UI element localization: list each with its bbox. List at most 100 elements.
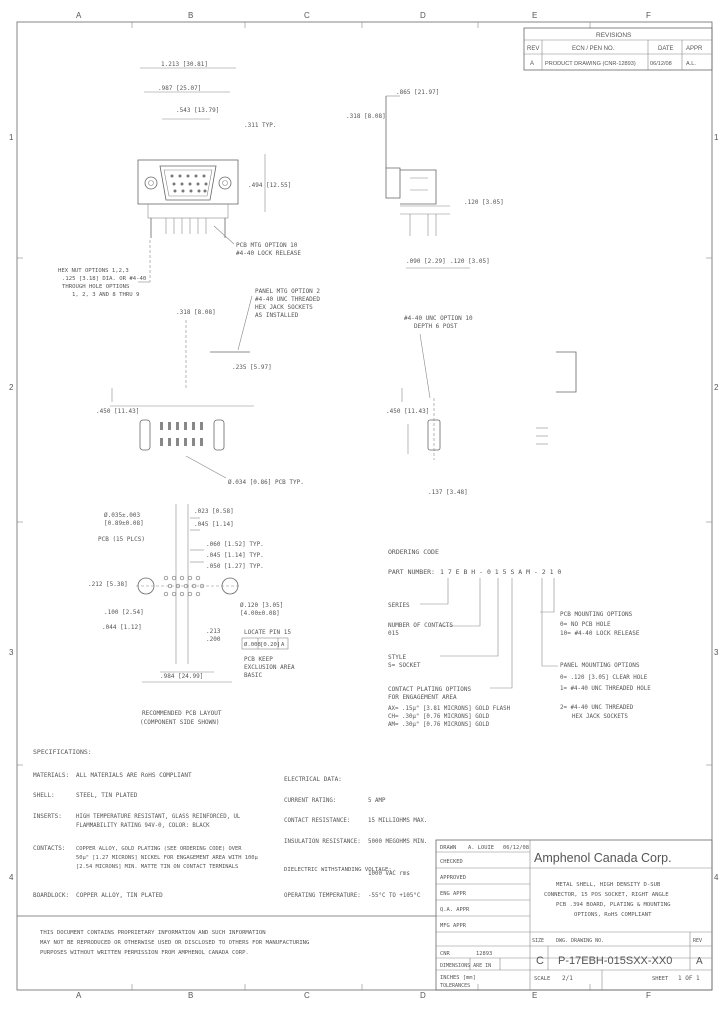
pcb-dim-width: .984 [24.99] (160, 673, 203, 680)
front-dim-height: .494 [12.55] (248, 182, 291, 189)
rev-header-ecn: ECN / PEN NO. (572, 46, 615, 52)
front-view: 1.213 [30.81] .987 [25.07] .543 [13.79] … (58, 61, 320, 486)
pcb-hole-note-3: PCB (15 PLCS) (98, 536, 145, 543)
pcb-dim-center-b: [4.00±0.08] (240, 610, 280, 617)
ordering-code: ORDERING CODE PART NUMBER: 1 7 E B H - 0… (388, 548, 651, 728)
elec-value-temp: -55°C TO +105°C (368, 893, 421, 899)
side-dim-top: .865 [21.97] (396, 89, 439, 96)
pcb-dim-7: .100 [2.54] (104, 609, 144, 616)
side-view: .865 [21.97] .318 [8.08] .120 [3.05] .09… (346, 89, 577, 496)
tb-cnr-label: CNR (440, 951, 450, 957)
spec-text-materials: ALL MATERIALS ARE RoHS COMPLIANT (76, 772, 192, 779)
zone-top-a: A (76, 11, 82, 20)
tb-units: INCHES [mm] (440, 975, 476, 981)
side-panel-note-2: DEPTH 6 POST (414, 323, 458, 330)
tb-mfg-appr: MFG APPR (440, 923, 467, 929)
ordering-contacts-2: 015 (388, 630, 399, 637)
ordering-panel-row-3: 2= #4-40 UNC THREADED (560, 705, 634, 711)
spec-text-boardlock: COPPER ALLOY, TIN PLATED (76, 892, 163, 899)
tb-title-4: OPTIONS, RoHS COMPLIANT (574, 912, 652, 918)
ordering-part-code: 1 7 E B H - 0 1 5 S A M - 2 1 0 (440, 568, 561, 576)
tb-dwg-label: DWG. DRAWING NO. (556, 938, 604, 944)
zone-left-2: 2 (9, 383, 14, 392)
spec-text-contacts-2: 50μ" [1.27 MICRONS] NICKEL FOR ENGAGEMEN… (76, 855, 258, 861)
pcb-caption-1: RECOMMENDED PCB LAYOUT (142, 710, 222, 717)
elec-title: ELECTRICAL DATA: (284, 776, 342, 783)
tb-rev-label: REV (693, 938, 702, 944)
front-hole-note-1: HEX NUT OPTIONS 1,2,3 (58, 268, 129, 274)
specifications: SPECIFICATIONS: MATERIALS: ALL MATERIALS… (33, 748, 427, 899)
spec-label-boardlock: BOARDLOCK: (33, 892, 69, 899)
front-dim-pcb: Ø.034 [0.86] PCB TYP. (228, 479, 304, 486)
ordering-panel-row-4: HEX JACK SOCKETS (572, 714, 628, 720)
tb-title-1: METAL SHELL, HIGH DENSITY D-SUB (556, 882, 661, 888)
pcb-dim-6: .212 [5.38] (88, 581, 128, 588)
front-hole-note-2: .125 [3.18] DIA. OR #4-40 (62, 276, 146, 282)
zone-left-3: 3 (9, 648, 14, 657)
side-dim-pitch-b: .120 [3.05] (450, 258, 490, 265)
side-panel-note-1: #4-40 UNC OPTION 10 (404, 315, 473, 322)
tb-scale-label: SCALE (534, 976, 550, 982)
tb-cnr: 12893 (476, 951, 492, 957)
pcb-loc-box-mm: [0.20] (260, 642, 280, 648)
drawing-border (16, 21, 713, 991)
zone-right-1: 1 (714, 133, 719, 142)
title-block: DRAWN A. LOUIE 06/12/08 CHECKED APPROVED… (435, 839, 713, 991)
front-panel-note-3: HEX JACK SOCKETS (255, 304, 313, 311)
spec-text-inserts-2: FLAMMABILITY RATING 94V-0, COLOR: BLACK (76, 823, 210, 829)
front-panel-note-1: PANEL MTG OPTION 2 (255, 288, 320, 295)
pcb-caption-2: (COMPONENT SIDE SHOWN) (140, 719, 219, 726)
tb-scale: 2/1 (562, 975, 573, 982)
pcb-loc-note-3: BASIC (244, 672, 262, 679)
pcb-loc-box-datum: A (281, 642, 285, 648)
pcb-loc-label: LOCATE PIN 15 (244, 629, 291, 636)
elec-value-current: 5 AMP (368, 798, 386, 804)
pcb-dim-8: .044 [1.12] (102, 624, 142, 631)
tb-size: C (536, 955, 544, 967)
rev-row-ecn: PRODUCT DRAWING (CNR-12893) (545, 61, 636, 67)
elec-label-dielectric: DIELECTRIC WITHSTANDING VOLTAGE: (284, 867, 392, 873)
ordering-panel-row-1: 0= .120 [3.05] CLEAR HOLE (560, 675, 648, 681)
spec-label-inserts: INSERTS: (33, 813, 62, 820)
tb-approved: APPROVED (440, 875, 466, 881)
front-hole-note-3: THROUGH HOLE OPTIONS (62, 284, 129, 290)
revisions-title: REVISIONS (596, 32, 632, 39)
pcb-loc-note-1: PCB KEEP (244, 656, 273, 663)
zone-top-b: B (188, 11, 193, 20)
spec-text-contacts-3: [2.54 MICRONS] MIN. MATTE TIN ON CONTACT… (76, 864, 238, 870)
pcb-dim-5: .050 [1.27] TYP. (206, 563, 264, 570)
ordering-plating-title-1: CONTACT PLATING OPTIONS (388, 686, 471, 693)
tb-title-3: PCB .394 BOARD, PLATING & MOUNTING (556, 902, 671, 908)
pcb-dim-row-b: .200 (206, 636, 221, 643)
front-hole-note-4: 1, 2, 3 AND 8 THRU 9 (72, 292, 139, 298)
zone-bottom-b: B (188, 991, 193, 1000)
ordering-plating-title-2: FOR ENGAGEMENT AREA (388, 694, 457, 701)
zone-top-c: C (304, 11, 310, 20)
tb-company: Amphenol Canada Corp. (534, 851, 672, 865)
side-dim-right: .120 [3.05] (464, 199, 504, 206)
tb-qa-appr: Q.A. APPR (440, 907, 470, 913)
pcb-layout: Ø.035±.003 [0.89±0.08] PCB (15 PLCS) .02… (88, 504, 295, 726)
zone-right-4: 4 (714, 873, 719, 882)
zone-bottom-c: C (304, 991, 310, 1000)
front-panel-note-2: #4-40 UNC THREADED (255, 296, 320, 303)
proprietary-line-1: THIS DOCUMENT CONTAINS PROPRIETARY INFOR… (40, 930, 266, 936)
zone-top-d: D (420, 11, 426, 20)
zone-left-1: 1 (9, 133, 14, 142)
zone-bottom-d: D (420, 991, 426, 1000)
proprietary-line-2: MAY NOT BE REPRODUCED OR OTHERWISE USED … (40, 940, 310, 946)
ordering-title: ORDERING CODE (388, 548, 439, 556)
tb-part-number: P-17EBH-015SXX-XX0 (558, 955, 672, 967)
side-dim-depth: .450 [11.43] (386, 408, 429, 415)
ordering-style-2: S= SOCKET (388, 662, 421, 669)
tb-eng-appr: ENG APPR (440, 891, 467, 897)
zone-top-f: F (646, 11, 651, 20)
tb-sheet: 1 OF 1 (678, 975, 700, 982)
rev-header-rev: REV (527, 46, 539, 52)
proprietary-line-3: PURPOSES WITHOUT WRITTEN PERMISSION FROM… (40, 950, 249, 956)
zone-right-2: 2 (714, 383, 719, 392)
zone-bottom-f: F (646, 991, 651, 1000)
spec-label-shell: SHELL: (33, 792, 55, 799)
front-dim-stack: .235 [5.97] (232, 364, 272, 371)
